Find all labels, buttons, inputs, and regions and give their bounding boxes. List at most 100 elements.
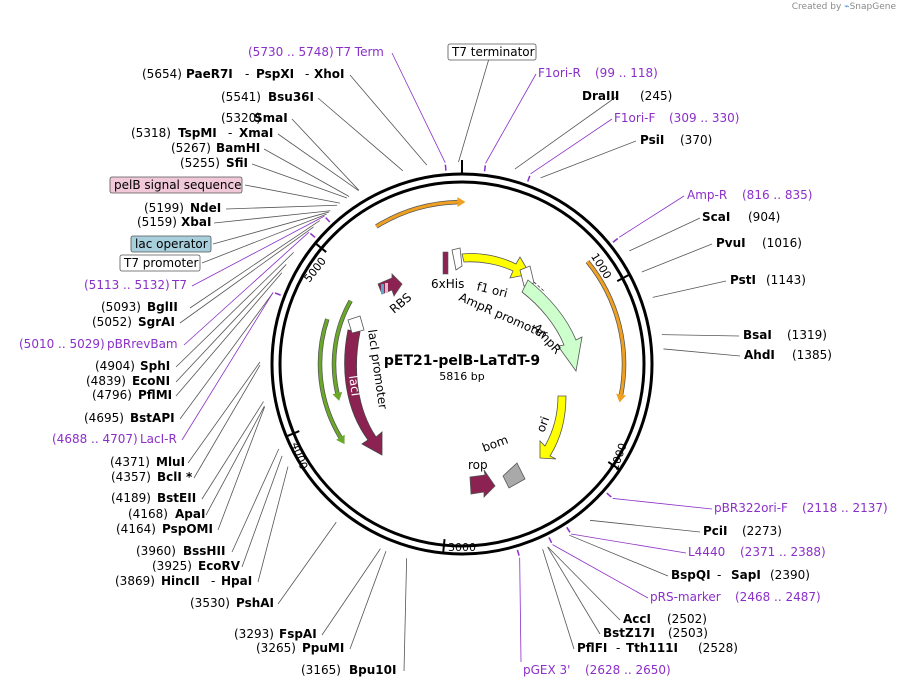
enzyme-name: ScaI xyxy=(702,210,730,224)
primer-site-prsmarker[interactable]: pRS-marker(2468 .. 2487) xyxy=(650,590,821,604)
primer-site-pgex3[interactable]: pGEX 3'(2628 .. 2650) xyxy=(523,663,671,677)
enzyme-site-bsai[interactable]: BsaI(1319) xyxy=(743,328,827,342)
enzyme-site-pflmi[interactable]: (4796)PflMI xyxy=(92,388,172,402)
primer-site-pbr322orif[interactable]: pBR322ori-F(2118 .. 2137) xyxy=(714,501,888,515)
primer-position: (5010 .. 5029) xyxy=(19,337,105,351)
leader-line xyxy=(212,211,329,245)
laci-feature[interactable] xyxy=(344,329,383,456)
leader-line xyxy=(641,243,713,273)
primer-mark xyxy=(566,526,571,533)
sixhis-label: 6xHis xyxy=(431,277,464,291)
t7-terminator-label: T7 terminator xyxy=(451,45,535,59)
enzyme-site-ahdi[interactable]: AhdI(1385) xyxy=(744,348,832,362)
sixhis-feature[interactable] xyxy=(442,251,449,275)
enzyme-site-acci[interactable]: AccI(2502) xyxy=(623,612,707,626)
leader-line xyxy=(291,118,360,191)
enzyme-position: (3293) xyxy=(234,627,274,641)
laci-promoter-arc[interactable] xyxy=(318,318,342,439)
primer-site-ampr[interactable]: Amp-R(816 .. 835) xyxy=(687,188,812,202)
primer-site-t7[interactable]: (5113 .. 5132)T7 xyxy=(84,278,187,292)
enzyme-site-bsteii[interactable]: (4189)BstEII xyxy=(111,491,196,505)
leader-line xyxy=(403,558,408,672)
enzyme-name: PshAI xyxy=(236,596,274,610)
ampr-orf-arc[interactable] xyxy=(586,260,626,395)
primer-site-t7term[interactable]: (5730 .. 5748)T7 Term xyxy=(248,45,384,59)
rop-feature[interactable] xyxy=(469,469,496,498)
f1-ori-feature[interactable] xyxy=(461,253,531,279)
enzyme-position: (3925) xyxy=(152,559,192,573)
enzyme-site-bsshii[interactable]: (3960)BssHII xyxy=(136,544,225,558)
enzyme-site-draiii[interactable]: DraIII(245) xyxy=(582,89,672,103)
leader-line xyxy=(189,220,321,309)
leader-line xyxy=(663,348,741,357)
enzyme-site-psti[interactable]: PstI(1143) xyxy=(730,273,806,287)
enzyme-name: BstEII xyxy=(157,491,196,505)
enzyme-name: XhoI xyxy=(314,67,345,81)
credit-prefix: Created by xyxy=(791,2,842,12)
enzyme-site-xbai[interactable]: (5159)XbaI xyxy=(137,215,211,229)
primer-site-f1orif[interactable]: F1ori-F(309 .. 330) xyxy=(614,111,739,125)
enzyme-site-mlui[interactable]: (4371)MluI xyxy=(110,455,185,469)
enzyme-site-bsu36i[interactable]: (5541)Bsu36I xyxy=(221,90,314,104)
enzyme-site-bglii[interactable]: (5093)BglII xyxy=(101,300,178,314)
primer-binding-marks xyxy=(274,164,619,556)
enzyme-site-scai[interactable]: ScaI(904) xyxy=(702,210,780,224)
enzyme-position: (4168) xyxy=(128,507,168,521)
primer-site-lacir[interactable]: (4688 .. 4707)LacI-R xyxy=(52,432,177,446)
leader-line xyxy=(547,546,601,635)
enzyme-position: (2502) xyxy=(667,612,707,626)
bom-feature[interactable] xyxy=(502,462,526,489)
enzyme-site-pvui[interactable]: PvuI(1016) xyxy=(716,236,802,250)
enzyme-site-pflfi[interactable]: PflFI-Tth111I(2528) xyxy=(577,641,738,655)
enzyme-site-bspqi[interactable]: BspQI-SapI(2390) xyxy=(671,568,810,582)
enzyme-name: AhdI xyxy=(744,348,775,362)
primer-site-pbrrevbam[interactable]: (5010 .. 5029)pBRrevBam xyxy=(19,337,178,351)
enzyme-site-pspomi[interactable]: (4164)PspOMI xyxy=(116,522,213,536)
enzyme-site-pshai[interactable]: (3530)PshAI xyxy=(190,596,274,610)
enzyme-site-ppumi[interactable]: (3265)PpuMI xyxy=(256,641,344,655)
enzyme-site-apai[interactable]: (4168) ApaI xyxy=(128,507,205,521)
enzyme-site-econi[interactable]: (4839)EcoNI xyxy=(86,374,170,388)
enzyme-site-bstapi[interactable]: (4695)BstAPI xyxy=(84,411,175,425)
enzyme-site-paer7i[interactable]: (5654)PaeR7I-PspXI-XhoI xyxy=(142,67,345,81)
enzyme-site-sfii[interactable]: (5255)SfiI xyxy=(180,156,248,170)
enzyme-site-fspai[interactable]: (3293)FspAI xyxy=(234,627,317,641)
enzyme-site-bamhi[interactable]: (5267)BamHI xyxy=(171,141,260,155)
pelb-latdt-orf-arc[interactable] xyxy=(375,200,458,228)
primer-position: (4688 .. 4707) xyxy=(52,432,138,446)
ampr-feature[interactable] xyxy=(521,279,583,373)
enzyme-site-sphi[interactable]: (4904)SphI xyxy=(95,359,170,373)
primer-name: T7 xyxy=(171,278,187,292)
laci-promoter-feature[interactable] xyxy=(347,315,365,334)
primer-site-l4440[interactable]: L4440(2371 .. 2388) xyxy=(688,545,826,559)
primer-mark xyxy=(527,175,531,182)
enzyme-site-sgrai[interactable]: (5052)SgrAI xyxy=(92,315,175,329)
enzyme-site-tspmi[interactable]: (5318)TspMI-XmaI xyxy=(131,126,273,140)
primer-position: (5730 .. 5748) xyxy=(248,45,334,59)
backbone-tick-label: 4000 xyxy=(288,440,310,471)
laci-orf-arc[interactable] xyxy=(332,300,352,394)
enzyme-name: ApaI xyxy=(175,507,205,521)
enzyme-site-bcli[interactable]: (4357)BclI * xyxy=(111,470,193,484)
enzyme-site-smai[interactable]: (5320)SmaI xyxy=(221,111,288,125)
ampr-promoter-dash xyxy=(533,281,546,293)
plasmid-length: 5816 bp xyxy=(439,370,484,383)
enzyme-name: Bpu10I xyxy=(349,663,396,677)
enzyme-name: PaeR7I xyxy=(186,67,233,81)
enzyme-site-ecorv[interactable]: (3925)EcoRV xyxy=(152,559,241,573)
enzyme-site-hincii[interactable]: (3869)HincII-HpaI xyxy=(115,574,252,588)
leader-line xyxy=(514,96,617,170)
enzyme-site-psii[interactable]: PsiI(370) xyxy=(640,133,712,147)
enzyme-site-bpu10i[interactable]: (3165)Bpu10I xyxy=(301,663,396,677)
ori-feature[interactable] xyxy=(539,395,567,460)
primer-site-f1orir[interactable]: F1ori-R(99 .. 118) xyxy=(538,66,658,80)
enzyme-position: - xyxy=(616,641,620,655)
leader-line xyxy=(589,519,701,533)
enzyme-site-pcii[interactable]: PciI(2273) xyxy=(703,524,782,538)
backbone-tick xyxy=(616,273,631,282)
leader-line xyxy=(540,140,637,179)
t7-terminator-feature[interactable] xyxy=(451,247,463,271)
enzyme-site-ndei[interactable]: (5199)NdeI xyxy=(144,201,221,215)
enzyme-site-bstz17i[interactable]: BstZ17I(2503) xyxy=(603,626,708,640)
ampr-promoter-feature[interactable] xyxy=(519,265,535,287)
